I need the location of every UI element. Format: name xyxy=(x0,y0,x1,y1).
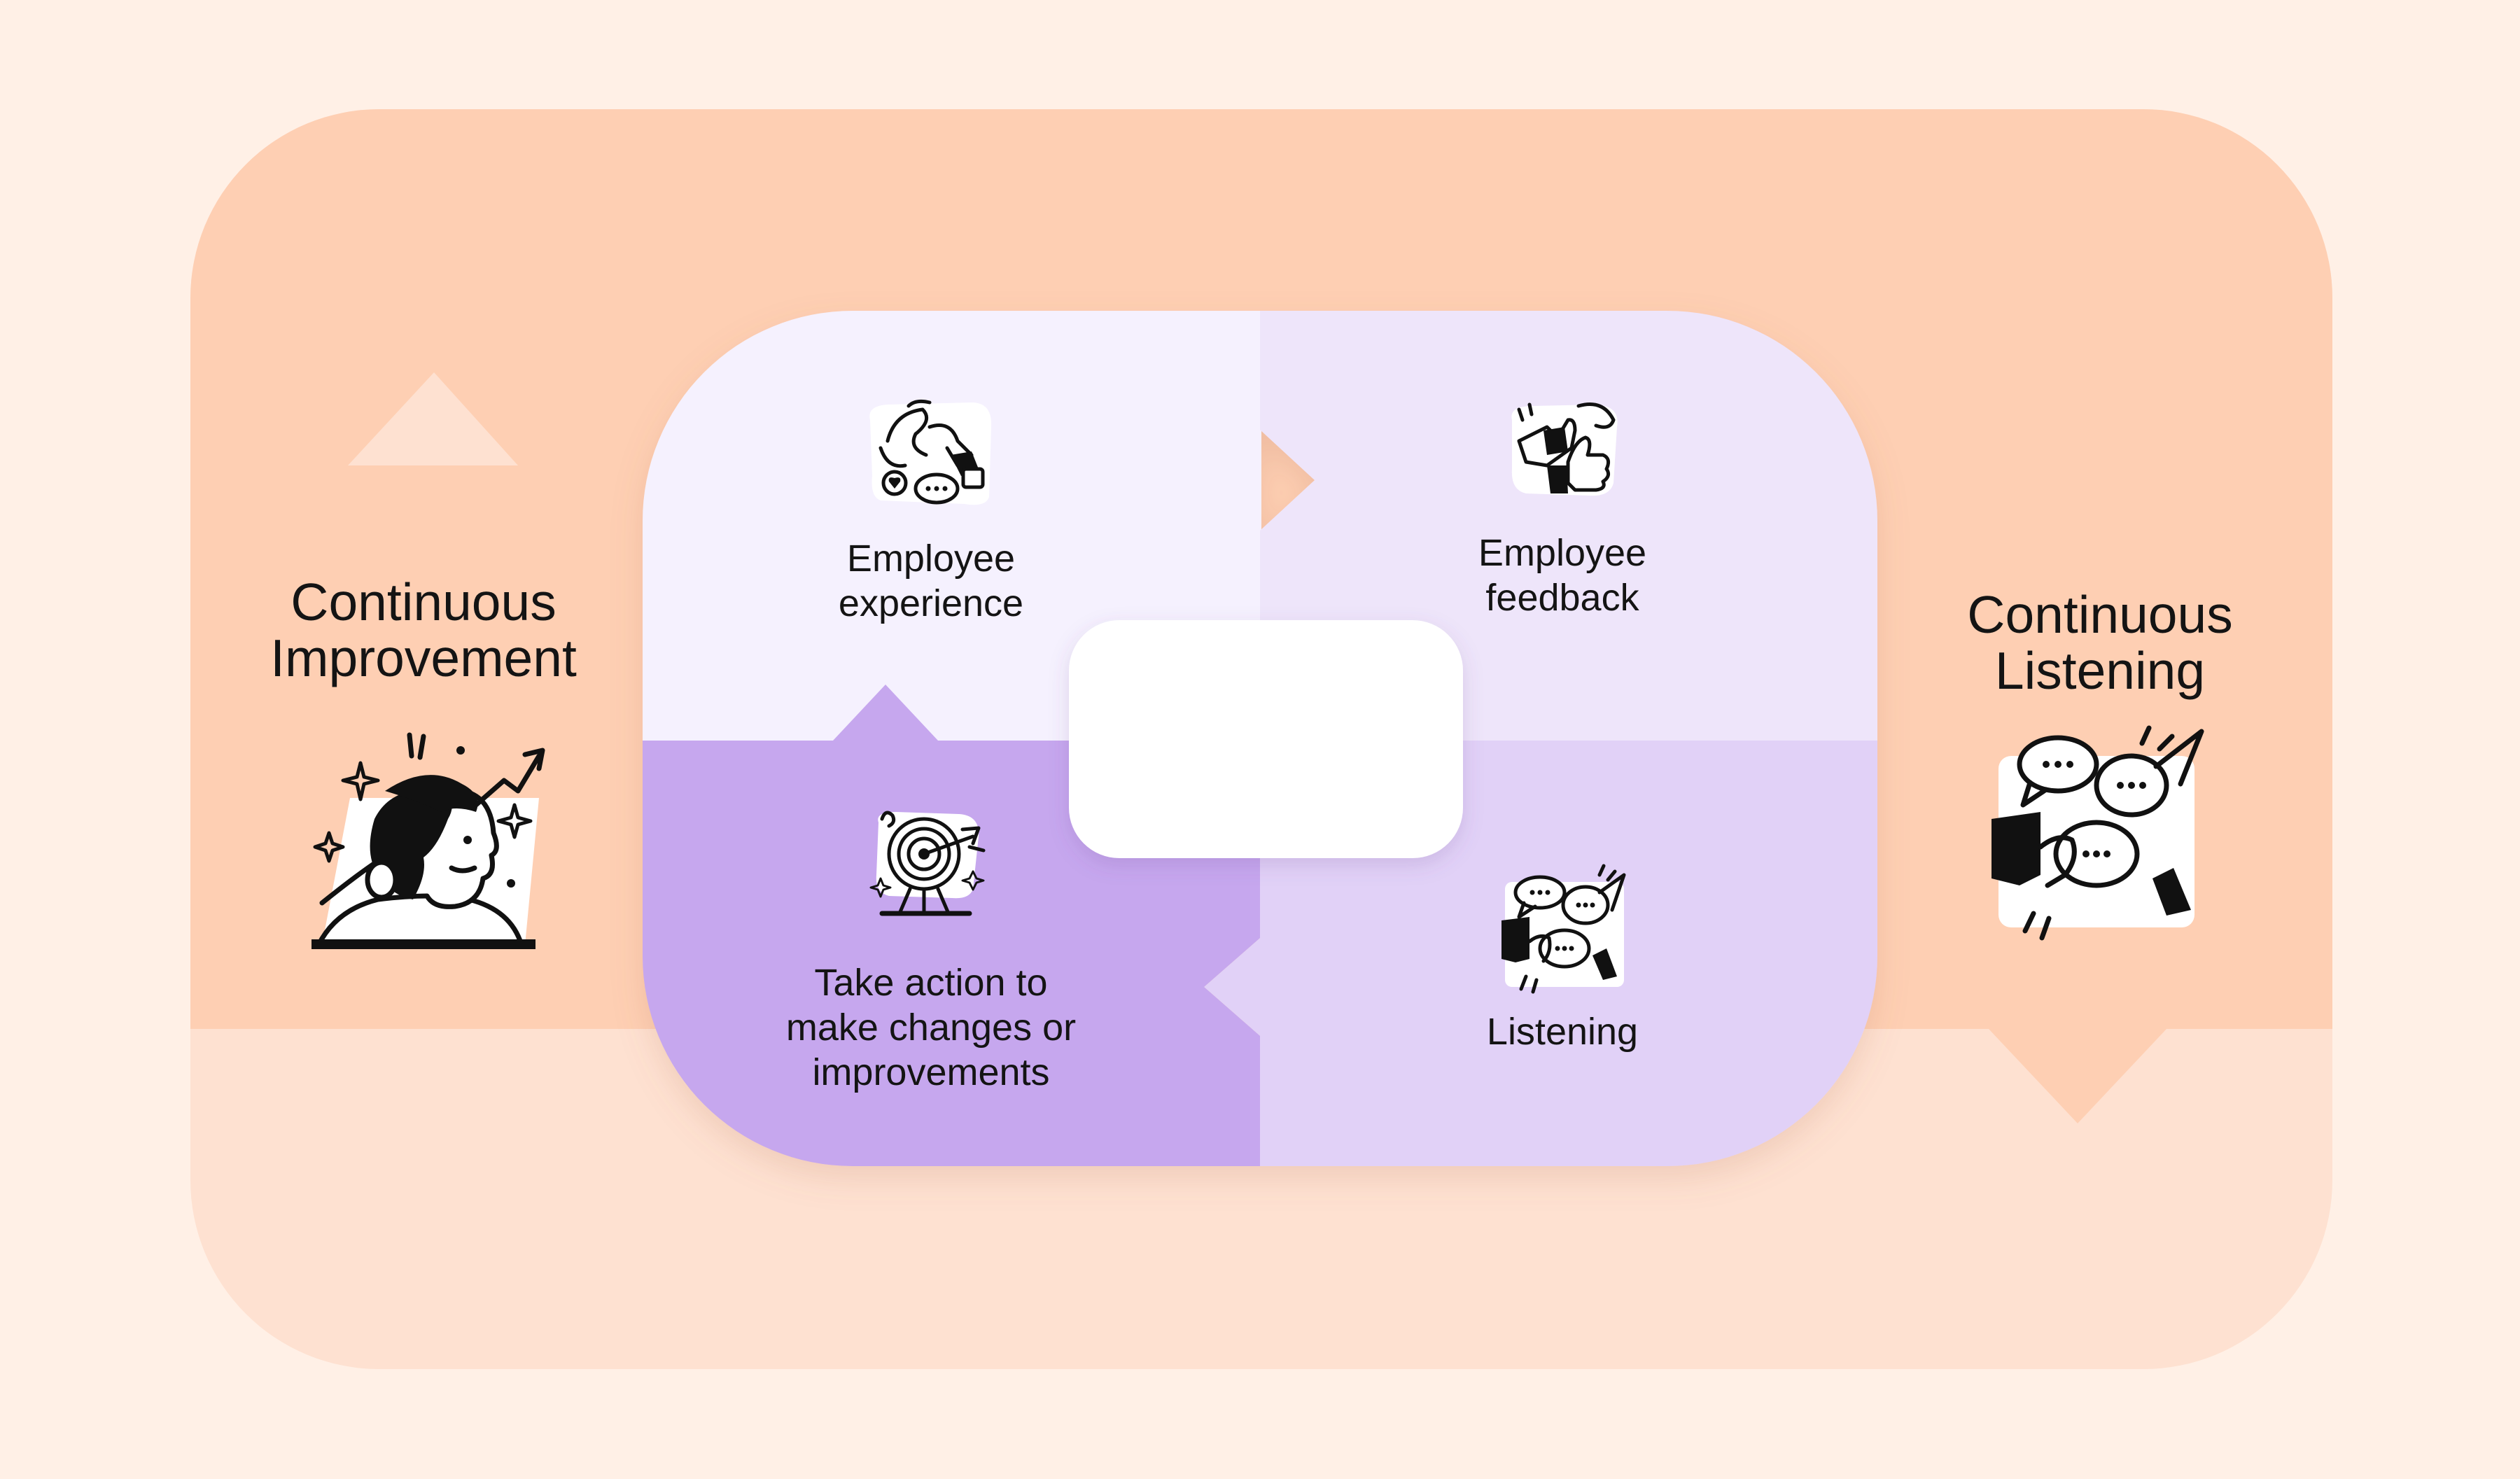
thumbs-up-down-icon xyxy=(1511,402,1618,496)
speech-bubbles-icon xyxy=(1502,864,1626,994)
conversation-bubbles-icon xyxy=(1991,725,2204,941)
employee-experience-label: Employee experience xyxy=(838,538,1024,624)
take-action-label: Take action to make changes or improveme… xyxy=(785,962,1077,1093)
person-growth-icon xyxy=(312,732,545,949)
listening-label: Listening xyxy=(1486,1011,1639,1053)
center-hub xyxy=(1069,620,1463,858)
continuous-improvement-title: Continuous Improvement xyxy=(270,573,577,687)
continuous-listening-title: Continuous Listening xyxy=(1967,585,2233,700)
employee-feedback-label: Employee feedback xyxy=(1478,532,1647,619)
interaction-doodle-icon xyxy=(869,399,992,505)
target-arrow-icon xyxy=(869,811,986,916)
